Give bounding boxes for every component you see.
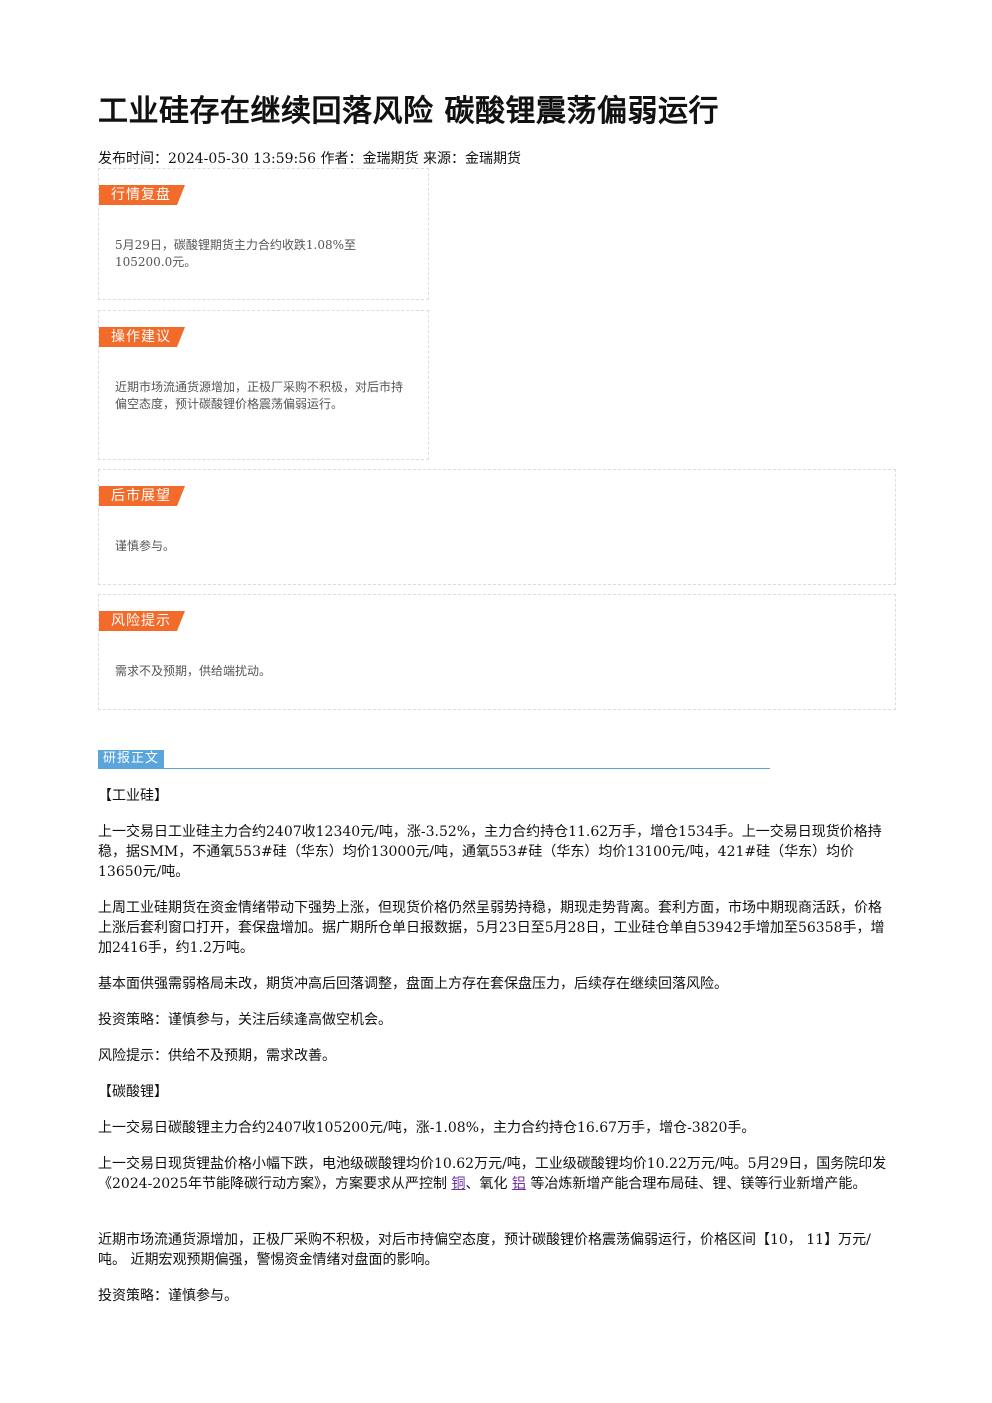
body-paragraph: 上一交易日现货锂盐价格小幅下跌，电池级碳酸锂均价10.62万元/吨，工业级碳酸锂… bbox=[98, 1154, 888, 1194]
advice-tag: 操作建议 bbox=[99, 327, 185, 347]
body-paragraph: 上一交易日碳酸锂主力合约2407收105200元/吨，涨-1.08%，主力合约持… bbox=[98, 1120, 756, 1136]
review-text: 5月29日，碳酸锂期货主力合约收跌1.08%至105200.0元。 bbox=[115, 238, 357, 269]
risk-text: 需求不及预期，供给端扰动。 bbox=[115, 664, 272, 678]
aluminum-link[interactable]: 铝 bbox=[511, 1176, 526, 1192]
body-paragraph: 风险提示：供给不及预期，需求改善。 bbox=[98, 1048, 336, 1064]
publish-meta: 发布时间：2024-05-30 13:59:56 作者：金瑞期货 来源：金瑞期货 bbox=[98, 151, 521, 167]
copper-link[interactable]: 铜 bbox=[451, 1176, 466, 1192]
advice-box: 操作建议 近期市场流通货源增加，正极厂采购不积极，对后市持偏空态度，预计碳酸锂价… bbox=[98, 310, 429, 460]
outlook-text: 谨慎参与。 bbox=[115, 539, 176, 553]
outlook-tag: 后市展望 bbox=[99, 486, 185, 506]
advice-text: 近期市场流通货源增加，正极厂采购不积极，对后市持偏空态度，预计碳酸锂价格震荡偏弱… bbox=[115, 380, 404, 411]
section-divider bbox=[98, 768, 770, 769]
outlook-box: 后市展望 谨慎参与。 bbox=[98, 469, 896, 585]
section-label: 研报正文 bbox=[98, 750, 165, 768]
risk-box: 风险提示 需求不及预期，供给端扰动。 bbox=[98, 594, 896, 710]
page-title: 工业硅存在继续回落风险 碳酸锂震荡偏弱运行 bbox=[98, 94, 719, 129]
body-paragraph: 上周工业硅期货在资金情绪带动下强势上涨，但现货价格仍然呈弱势持稳，期现走势背离。… bbox=[98, 900, 885, 956]
review-box: 行情复盘 5月29日，碳酸锂期货主力合约收跌1.08%至105200.0元。 bbox=[98, 168, 429, 300]
body-paragraph: 投资策略：谨慎参与，关注后续逢高做空机会。 bbox=[98, 1012, 392, 1028]
body-heading-silicon: 【工业硅】 bbox=[98, 788, 168, 804]
body-paragraph: 基本面供强需弱格局未改，期货冲高后回落调整，盘面上方存在套保盘压力，后续存在继续… bbox=[98, 976, 728, 992]
body-heading-lithium: 【碳酸锂】 bbox=[98, 1084, 168, 1100]
body-text: 等冶炼新增产能合理布局硅、锂、镁等行业新增产能。 bbox=[530, 1176, 867, 1192]
body-paragraph: 上一交易日工业硅主力合约2407收12340元/吨，涨-3.52%，主力合约持仓… bbox=[98, 824, 882, 880]
risk-tag: 风险提示 bbox=[99, 611, 185, 631]
review-tag: 行情复盘 bbox=[99, 185, 185, 205]
body-text: 、氧化 bbox=[465, 1176, 508, 1192]
body-paragraph: 近期市场流通货源增加，正极厂采购不积极，对后市持偏空态度，预计碳酸锂价格震荡偏弱… bbox=[98, 1232, 871, 1268]
body-text: 上一交易日现货锂盐价格小幅下跌，电池级碳酸锂均价10.62万元/吨，工业级碳酸锂… bbox=[98, 1156, 887, 1192]
body-paragraph: 投资策略：谨慎参与。 bbox=[98, 1288, 238, 1304]
section-header: 研报正文 bbox=[98, 750, 770, 770]
